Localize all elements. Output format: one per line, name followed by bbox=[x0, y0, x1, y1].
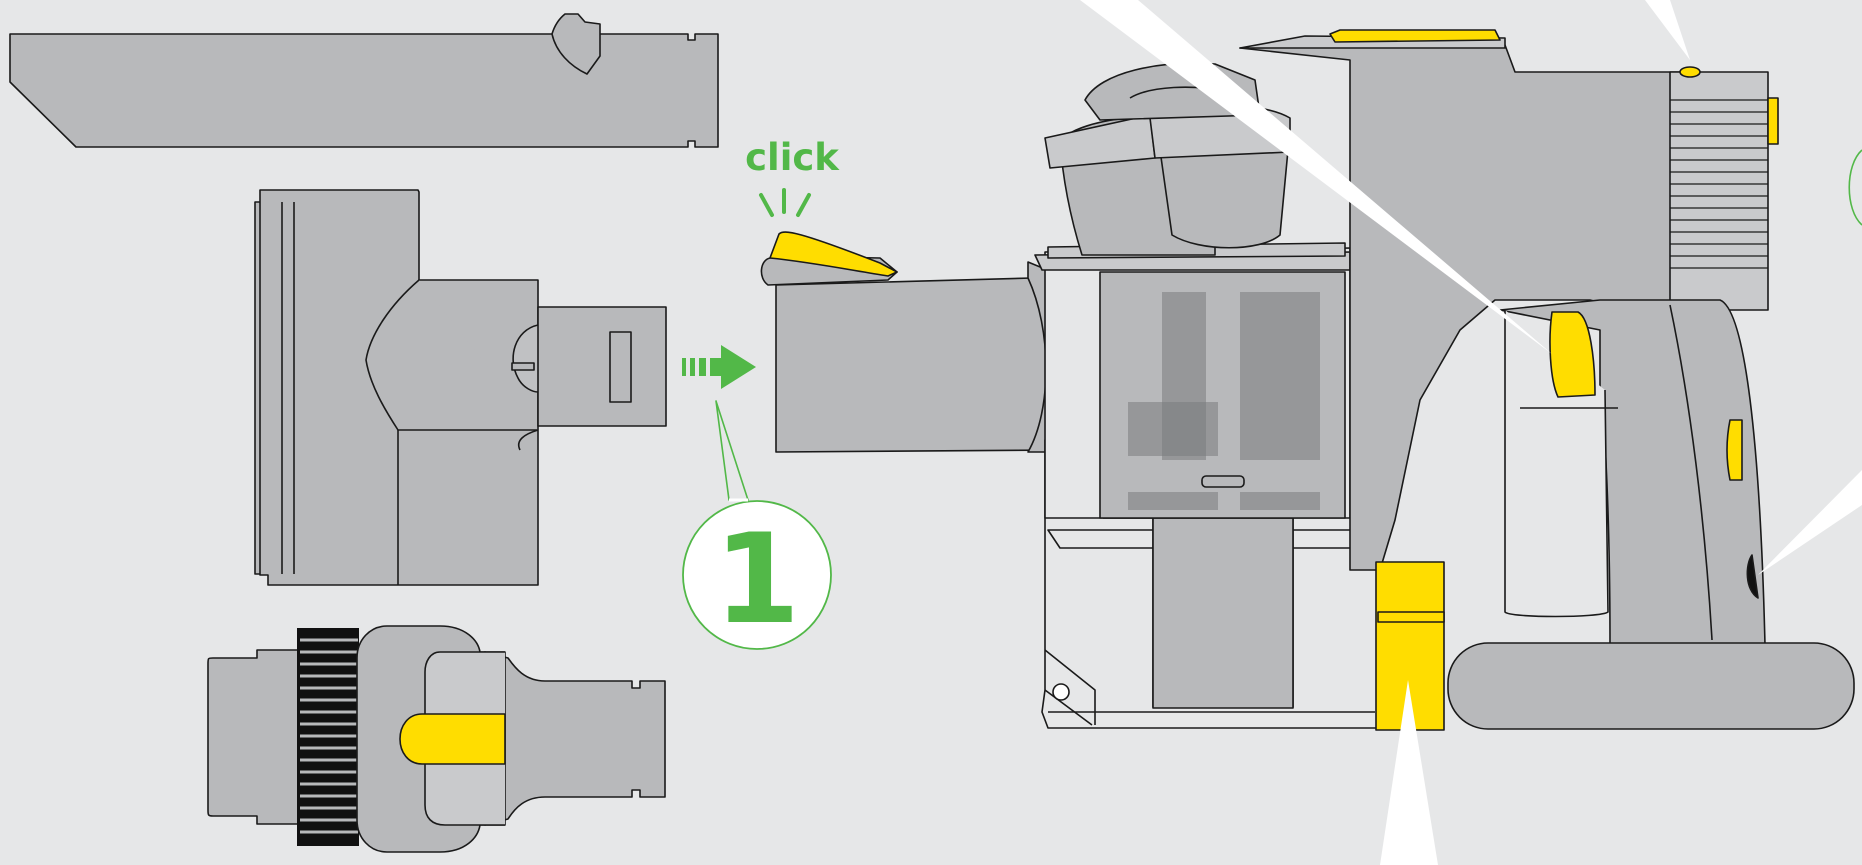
crevice-tool bbox=[10, 14, 718, 147]
step-number: 1 bbox=[714, 508, 800, 652]
click-label: click bbox=[745, 136, 840, 179]
